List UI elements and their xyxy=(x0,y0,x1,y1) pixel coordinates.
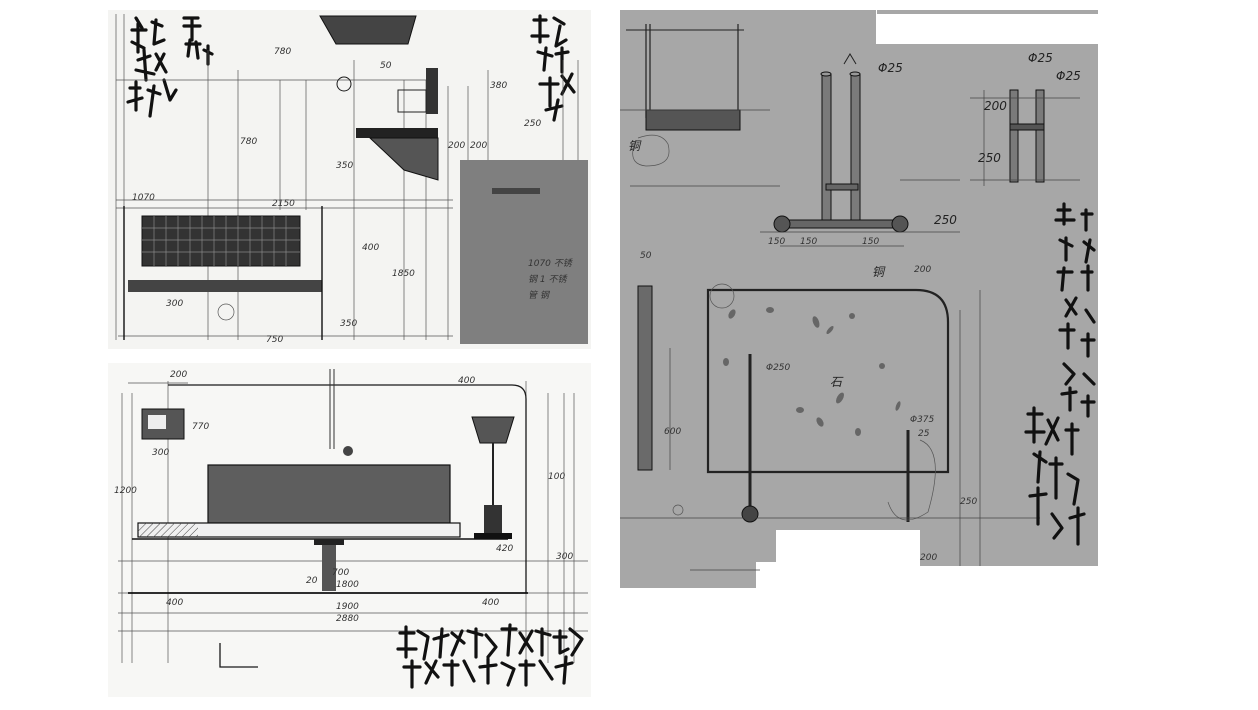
dimension-label: 2880 xyxy=(336,614,359,624)
sketch-elevation-cabinet: 780 50 780 2150 1070 380 200 200 250 350… xyxy=(108,10,591,349)
dimension-label: 400 xyxy=(482,598,499,608)
dimension-label: Φ25 xyxy=(878,61,903,75)
dimension-label: 150 xyxy=(768,237,785,247)
dimension-label: 200 xyxy=(470,141,487,151)
dimension-label: 700 xyxy=(332,568,349,578)
dimension-label: 380 xyxy=(490,81,507,91)
dimension-label: Φ25 xyxy=(1056,69,1081,83)
dimension-label: 1070 xyxy=(132,193,155,203)
dimension-label: 1800 xyxy=(336,580,359,590)
dimension-label: 750 xyxy=(266,335,283,345)
dimension-label: 780 xyxy=(274,47,291,57)
dimension-label: 200 xyxy=(170,370,187,380)
dimension-label: 200 xyxy=(914,265,931,275)
dimension-label: 250 xyxy=(960,497,977,507)
dimension-label: 200 xyxy=(920,553,937,563)
dimension-label: 150 xyxy=(862,237,879,247)
dimension-label: Φ375 xyxy=(910,415,935,425)
dimension-label: 300 xyxy=(166,299,183,309)
dimension-label: Φ250 xyxy=(766,363,791,373)
dimension-label: 1200 xyxy=(114,486,137,496)
dimension-label: 200 xyxy=(984,99,1007,113)
material-label: 铜 xyxy=(872,265,886,279)
dimension-label: 400 xyxy=(458,376,475,386)
dimension-label: 300 xyxy=(152,448,169,458)
material-label: 石 xyxy=(830,375,844,389)
dimension-label: 200 xyxy=(448,141,465,151)
dimension-label: 250 xyxy=(524,119,541,129)
dimension-label: 600 xyxy=(664,427,681,437)
material-label: 铜 xyxy=(628,139,642,153)
calligraphy-signature-left xyxy=(126,16,214,118)
dimension-label: 350 xyxy=(336,161,353,171)
dimension-label: Φ25 xyxy=(1028,51,1053,65)
sketch-elevation-bed: 200 770 300 1200 420 700 1800 20 2880 40… xyxy=(108,363,591,697)
dimension-label: 250 xyxy=(934,213,957,227)
calligraphy-signature-bottom xyxy=(396,623,584,689)
dimension-label: 2150 xyxy=(272,199,295,209)
material-note: 钢 1 不锈 xyxy=(528,274,568,285)
dimension-label: 1850 xyxy=(392,269,415,279)
dimension-label: 420 xyxy=(496,544,513,554)
bed-drawing: 200 770 300 1200 420 700 1800 20 2880 40… xyxy=(114,369,588,689)
dimension-label: 50 xyxy=(380,61,392,71)
calligraphy-signature-far-right xyxy=(1024,202,1096,546)
dimension-label: 50 xyxy=(640,251,652,261)
dimension-label: 250 xyxy=(978,151,1001,165)
dimension-label: 25 xyxy=(918,429,930,439)
material-note: 1070 不锈 xyxy=(528,258,574,269)
dimension-label: 100 xyxy=(548,472,565,482)
sketch-detail-table: Φ25 Φ25 Φ25 200 250 150 150 150 250 50 6… xyxy=(620,10,1098,588)
calligraphy-signature-right xyxy=(530,14,576,122)
dimension-label: 400 xyxy=(166,598,183,608)
dimension-label: 1900 xyxy=(336,602,359,612)
dimension-label: 780 xyxy=(240,137,257,147)
dimension-label: 400 xyxy=(362,243,379,253)
material-note: 管 钢 xyxy=(528,290,551,301)
dimension-label: 300 xyxy=(556,552,573,562)
table-detail-drawing: Φ25 Φ25 Φ25 200 250 150 150 150 250 50 6… xyxy=(620,10,1098,588)
dimension-label: 150 xyxy=(800,237,817,247)
dimension-label: 20 xyxy=(306,576,318,586)
cabinet-drawing: 780 50 780 2150 1070 380 200 200 250 350… xyxy=(115,14,588,345)
dimension-label: 350 xyxy=(340,319,357,329)
dimension-label: 770 xyxy=(192,422,209,432)
